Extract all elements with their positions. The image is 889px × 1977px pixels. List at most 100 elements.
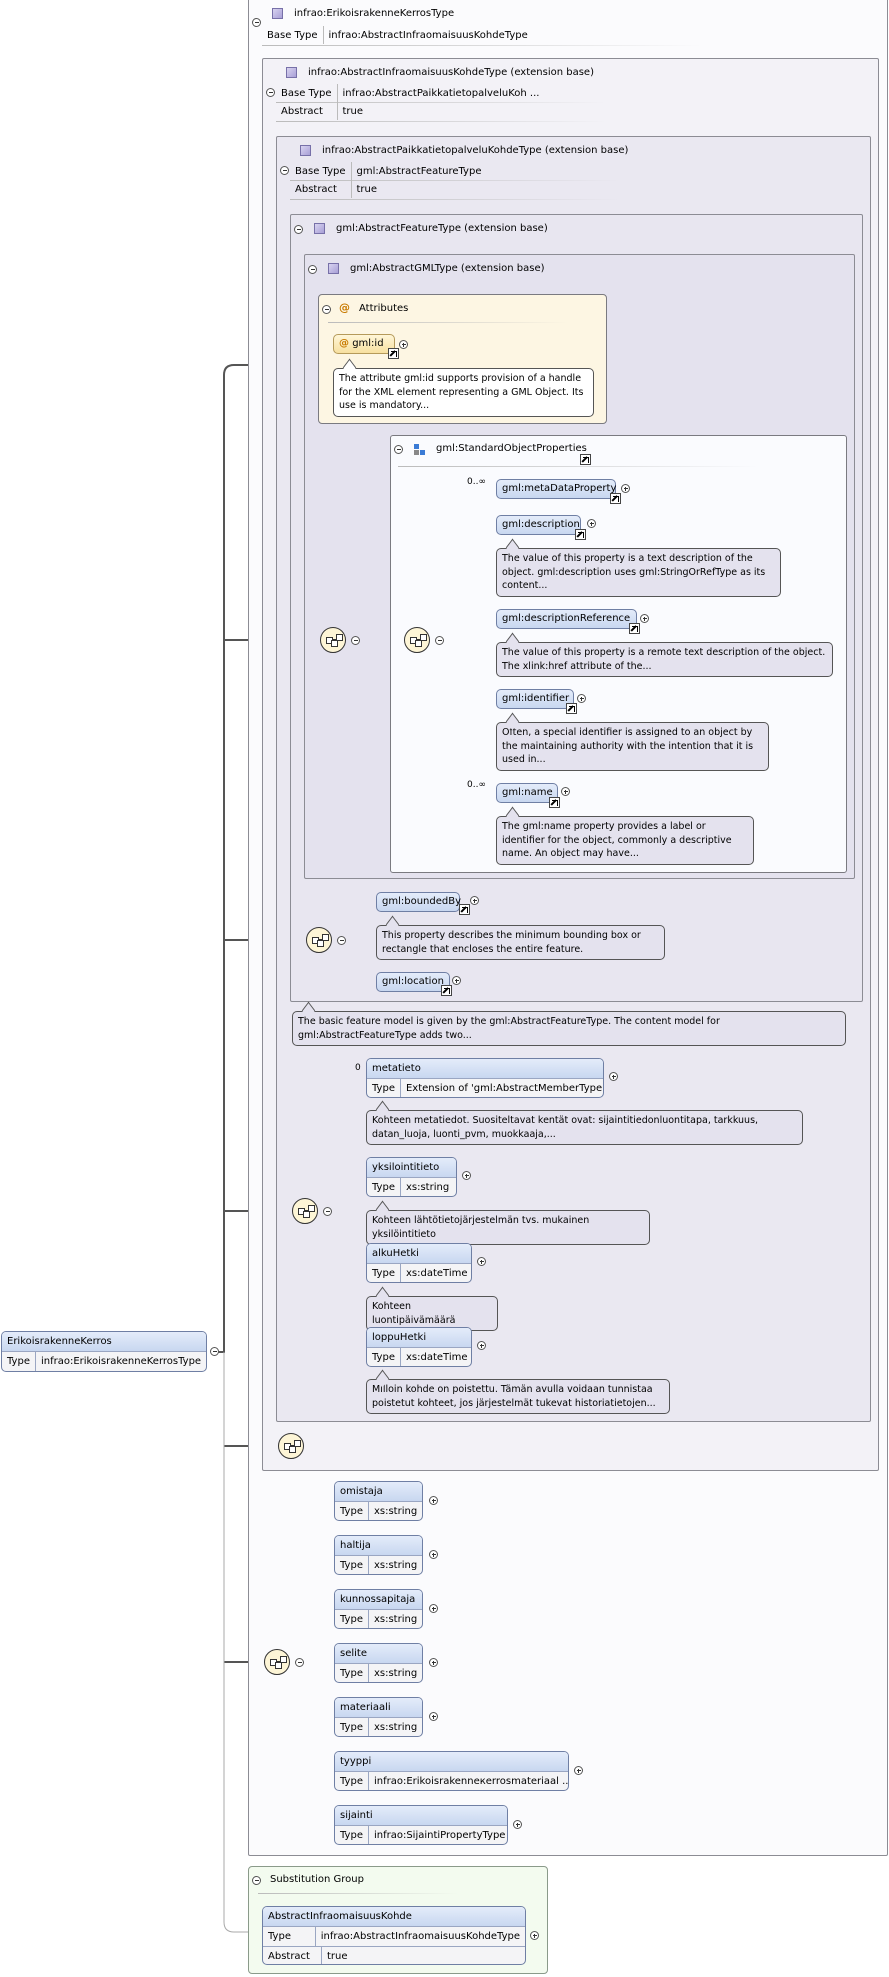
sequence-collapse-icon[interactable]	[435, 636, 444, 645]
expand-icon[interactable]	[577, 694, 586, 703]
expand-icon[interactable]	[609, 1072, 618, 1081]
element-gml-descriptionreference[interactable]: gml:descriptionReference	[496, 609, 637, 629]
attribute-name: gml:id	[352, 338, 384, 349]
abstract-label: Abstract	[263, 1947, 322, 1964]
expand-icon[interactable]	[640, 614, 649, 623]
type-value: xs:string	[373, 1668, 418, 1679]
element-doc: Often, a special identifier is assigned …	[496, 722, 769, 771]
sequence-compositor-icon[interactable]	[306, 927, 332, 953]
std-props-title: gml:StandardObjectProperties	[436, 443, 587, 454]
element-gml-identifier[interactable]: gml:identifier	[496, 689, 574, 709]
expand-icon[interactable]	[452, 976, 461, 985]
expand-icon[interactable]	[429, 1658, 438, 1667]
base2-collapse-icon[interactable]	[280, 166, 289, 175]
type-value: xs:string	[373, 1722, 418, 1733]
sequence-collapse-icon[interactable]	[337, 936, 346, 945]
element-doc: Kohteen lähtötietojärjestelmän tvs. muka…	[366, 1210, 650, 1245]
element-gml-metadataproperty[interactable]: gml:metaDataProperty	[496, 479, 616, 499]
base3-name: gml:AbstractFeatureType (extension base)	[336, 223, 548, 234]
element-doc: Kohteen metatiedot. Suositeltavat kentät…	[366, 1110, 803, 1145]
element-name: gml:name	[502, 787, 553, 798]
attribute-doc: The attribute gml:id supports provision …	[333, 368, 594, 417]
attribute-gml-id[interactable]: @ gml:id	[333, 334, 395, 354]
sequence-compositor-icon[interactable]	[278, 1433, 304, 1459]
element-name: gml:metaDataProperty	[502, 483, 617, 494]
sequence-collapse-icon[interactable]	[351, 636, 360, 645]
element-name: yksilointitieto	[367, 1158, 456, 1178]
sequence-compositor-icon[interactable]	[320, 627, 346, 653]
expand-icon[interactable]	[621, 484, 630, 493]
sequence-collapse-icon[interactable]	[295, 1658, 304, 1667]
element-gml-location[interactable]: gml:location	[376, 972, 450, 992]
element-name: tyyppi	[335, 1752, 568, 1772]
cardinality: 0	[355, 1063, 361, 1073]
base3-icon	[314, 223, 325, 234]
element-doc: The value of this property is a remote t…	[496, 642, 833, 677]
expand-icon[interactable]	[429, 1712, 438, 1721]
attributes-title: Attributes	[359, 303, 409, 314]
root-collapse-icon[interactable]	[210, 1347, 219, 1356]
element-gml-name[interactable]: gml:name	[496, 783, 558, 803]
element-name: gml:identifier	[502, 693, 570, 704]
element-name: gml:boundedBy	[382, 896, 462, 907]
base3-collapse-icon[interactable]	[294, 225, 303, 234]
base4-collapse-icon[interactable]	[308, 265, 317, 274]
expand-icon[interactable]	[462, 1171, 471, 1180]
expand-icon[interactable]	[561, 787, 570, 796]
base-type-label: Base Type	[262, 26, 324, 44]
reference-arrow-icon	[580, 454, 591, 465]
type-label: Type	[263, 1927, 316, 1946]
expand-icon[interactable]	[429, 1496, 438, 1505]
attributes-collapse-icon[interactable]	[322, 305, 331, 314]
base1-collapse-icon[interactable]	[266, 88, 275, 97]
expand-icon[interactable]	[429, 1550, 438, 1559]
expand-icon[interactable]	[477, 1341, 486, 1350]
element-name: AbstractInfraomaisuusKohde	[263, 1907, 525, 1927]
expand-icon[interactable]	[470, 896, 479, 905]
base2-base-type-value: gml:AbstractFeatureType	[356, 165, 482, 177]
base1-base-type-label: Base Type	[276, 84, 338, 102]
sequence-compositor-icon[interactable]	[264, 1649, 290, 1675]
element-name: sijainti	[335, 1806, 507, 1826]
type-value: xs:dateTime	[405, 1352, 468, 1363]
substitution-collapse-icon[interactable]	[252, 1876, 261, 1885]
base4-icon	[328, 263, 339, 274]
type-value: xs:string	[373, 1614, 418, 1625]
expand-icon[interactable]	[513, 1820, 522, 1829]
element-name: loppuHetki	[367, 1328, 471, 1348]
expand-icon[interactable]	[477, 1257, 486, 1266]
std-props-collapse-icon[interactable]	[394, 445, 403, 454]
expand-icon[interactable]	[530, 1931, 539, 1940]
expand-icon[interactable]	[399, 340, 408, 349]
element-name: gml:location	[382, 976, 444, 987]
type-label: Type	[367, 1178, 401, 1196]
element-gml-boundedby[interactable]: gml:boundedBy	[376, 892, 462, 912]
complex-type-collapse-icon[interactable]	[252, 18, 261, 27]
sequence-compositor-icon[interactable]	[404, 627, 430, 653]
abstract-value: true	[327, 1951, 348, 1962]
base2-abstract-value: true	[356, 183, 378, 195]
element-doc: Kohteen luontipäivämäärä	[366, 1296, 498, 1331]
expand-icon[interactable]	[587, 519, 596, 528]
element-name: kunnossapitaja	[335, 1590, 422, 1610]
sequence-compositor-icon[interactable]	[292, 1198, 318, 1224]
expand-icon[interactable]	[574, 1766, 583, 1775]
sequence-collapse-icon[interactable]	[323, 1207, 332, 1216]
type-label: Type	[335, 1772, 369, 1790]
base1-base-type-value: infrao:AbstractPaikkatietopalveluKoh ...	[342, 87, 540, 99]
expand-icon[interactable]	[429, 1604, 438, 1613]
element-gml-description[interactable]: gml:description	[496, 515, 581, 535]
